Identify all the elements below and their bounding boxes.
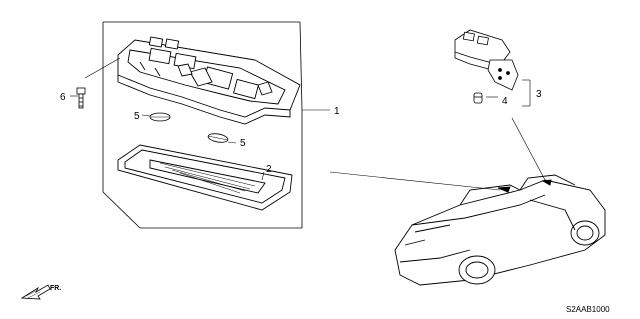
leader-lines <box>70 57 546 191</box>
lens-cover <box>117 144 293 211</box>
callout-5-upper: 5 <box>134 111 140 122</box>
screw <box>76 87 86 109</box>
ceiling-light-housing <box>117 36 301 125</box>
assembly-boundary <box>102 21 303 229</box>
front-direction-arrow: FR. <box>20 284 61 300</box>
bulb-upper <box>149 112 171 122</box>
map-light-assembly <box>454 29 519 91</box>
bulb-lower <box>207 133 229 143</box>
callout-6: 6 <box>60 92 66 103</box>
direction-label: FR. <box>50 285 61 292</box>
callout-5-lower: 5 <box>240 138 246 149</box>
diagram-code: S2AAB1000 <box>566 305 610 314</box>
callout-1: 1 <box>334 106 340 117</box>
callout-2: 2 <box>266 164 272 175</box>
map-bulb <box>473 92 483 104</box>
callout-4: 4 <box>502 96 508 107</box>
callout-3: 3 <box>536 89 542 100</box>
car-illustration <box>394 174 606 286</box>
